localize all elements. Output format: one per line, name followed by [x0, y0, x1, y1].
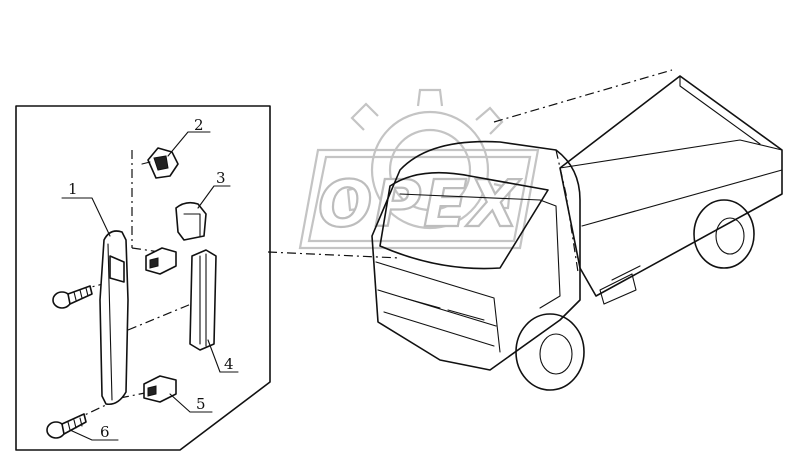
truck-bed-side-rail	[581, 169, 783, 227]
truck-front-wheel	[515, 313, 585, 391]
truck-cab-trim-dashline	[555, 149, 579, 273]
callout-2-leader	[167, 131, 211, 157]
truck-rear-wheel	[693, 199, 755, 269]
watermark-frame	[298, 148, 540, 250]
truck-top-dashline	[493, 69, 673, 123]
detail-leader-line	[267, 251, 401, 259]
truck-door	[539, 199, 561, 309]
part-5-socket-lower	[143, 375, 177, 403]
truck-cargo-bed	[559, 75, 783, 297]
truck-bed-top-rail	[559, 139, 783, 169]
watermark-frame-inner	[307, 155, 532, 243]
truck-bumper-top	[377, 289, 497, 327]
truck-chassis-rail	[611, 265, 641, 281]
truck-windshield-divider	[399, 193, 541, 201]
truck-bumper-bottom	[383, 311, 495, 347]
callout-1-leader	[61, 197, 111, 237]
part-6-screw-upper	[52, 285, 93, 309]
callout-5: 5	[196, 395, 206, 413]
part-4-strip	[189, 249, 217, 351]
callout-4: 4	[224, 355, 234, 373]
callout-6: 6	[100, 423, 110, 441]
part-6-screw-lower	[46, 413, 87, 439]
part-5-socket-upper	[145, 247, 177, 275]
truck-headlights	[403, 297, 485, 321]
callout-6-leader	[69, 429, 119, 441]
callout-4-leader	[207, 339, 239, 373]
part-1-trim-panel	[99, 230, 129, 406]
callout-5-leader	[169, 393, 213, 413]
gear-icon	[346, 88, 512, 230]
assembly-line-strip	[127, 301, 197, 331]
truck-bed-front-rail	[679, 75, 761, 145]
callout-3-leader	[197, 185, 231, 209]
truck-grille-edge	[375, 261, 501, 353]
detail-panel-frame	[15, 105, 271, 451]
part-2-clip	[141, 147, 179, 179]
truck-illustration	[371, 69, 783, 391]
opex-watermark-logo: OPEX	[298, 88, 540, 250]
truck-windshield	[379, 171, 549, 270]
truck-fuel-tank	[599, 273, 637, 305]
callout-3: 3	[216, 169, 226, 187]
callout-1: 1	[68, 180, 78, 198]
part-3-end-cap	[175, 201, 207, 241]
callout-2: 2	[194, 116, 204, 134]
